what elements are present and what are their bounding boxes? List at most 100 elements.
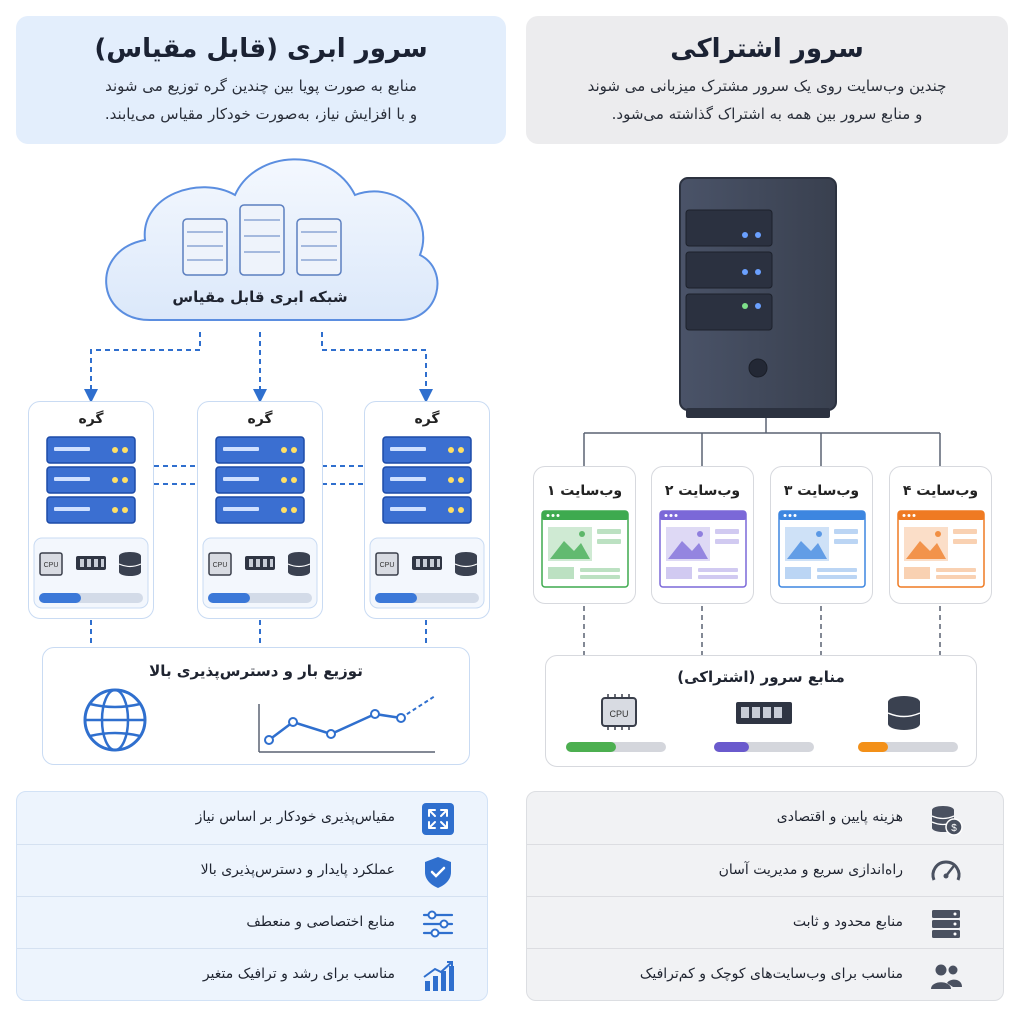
cloud-desc-line2: و با افزایش نیاز، به‌صورت خودکار مقیاس م… [104, 105, 418, 123]
node-graphic: CPU [33, 436, 149, 609]
trend-line-chart [258, 695, 436, 753]
node-server-unit [46, 466, 136, 494]
feature-row: مناسب برای رشد و ترافیک متغیر [17, 948, 487, 1000]
cloud-node-2-content: گره CPU [197, 401, 323, 619]
shared-resource-bars [566, 742, 958, 752]
storage-disk-icon [118, 552, 142, 576]
feature-text: راه‌اندازی سریع و مدیریت آسان [718, 862, 903, 878]
shared-header: سرور اشتراکی چندین وب‌سایت روی یک سرور م… [526, 16, 1008, 144]
node-load-bar-fill [375, 593, 417, 603]
node-load-bar-fill [39, 593, 81, 603]
website-card-2: وب‌سایت ۲ [651, 466, 754, 604]
sliders-icon [421, 907, 455, 941]
cloud-node-1-content: گره CPU [28, 401, 154, 619]
node-server-unit [215, 496, 305, 524]
feature-row: راه‌اندازی سریع و مدیریت آسان [527, 844, 1003, 896]
feature-text: هزینه پایین و اقتصادی [776, 809, 903, 825]
svg-text:CPU: CPU [380, 562, 395, 569]
feature-row: $ هزینه پایین و اقتصادی [527, 792, 1003, 844]
node-label: گره [78, 411, 104, 427]
server-stack-icon [929, 907, 963, 941]
ram-module-icon [76, 556, 106, 570]
node-server-unit [46, 436, 136, 464]
browser-window-icon [897, 510, 985, 588]
users-icon [929, 959, 963, 993]
node-server-unit [382, 436, 472, 464]
node-graphic: CPU [202, 436, 318, 609]
node-server-unit [382, 466, 472, 494]
svg-text:CPU: CPU [609, 709, 628, 719]
load-balance-label: توزیع بار و دسترس‌پذیری بالا [149, 662, 363, 680]
cloud-feature-list: مقیاس‌پذیری خودکار بر اساس نیاز عملکرد پ… [16, 791, 488, 1001]
node-load-bar-fill [208, 593, 250, 603]
website-label: وب‌سایت ۱ [546, 483, 623, 499]
node-server-unit [215, 436, 305, 464]
browser-window-icon [659, 510, 747, 588]
storage-disk-icon [887, 696, 921, 730]
shared-resources-label: منابع سرور (اشتراکی) [677, 668, 845, 686]
shared-resources-panel: منابع سرور (اشتراکی) CPU [545, 655, 977, 767]
storage-disk-icon [287, 552, 311, 576]
ram-module-icon [736, 702, 792, 724]
cloud-server-1 [182, 218, 228, 276]
expand-arrows-icon [421, 802, 455, 836]
feature-row: مناسب برای وب‌سایت‌های کوچک و کم‌ترافیک [527, 948, 1003, 1000]
coins-icon: $ [929, 802, 963, 836]
cloud-header: سرور ابری (قابل مقیاس) منابع به صورت پوی… [16, 16, 506, 144]
load-balance-panel: توزیع بار و دسترس‌پذیری بالا [42, 647, 470, 765]
cloud-server-3 [296, 218, 342, 276]
node-to-balance-connectors [90, 620, 427, 646]
feature-text: عملکرد پایدار و دسترس‌پذیری بالا [200, 862, 395, 878]
feature-row: عملکرد پایدار و دسترس‌پذیری بالا [17, 844, 487, 896]
node-server-unit [215, 466, 305, 494]
browser-window-icon [541, 510, 629, 588]
storage-usage-bar-fill [858, 742, 888, 752]
website-to-resources-connectors [583, 606, 941, 655]
website-card-4: وب‌سایت ۴ [889, 466, 992, 604]
feature-row: مقیاس‌پذیری خودکار بر اساس نیاز [17, 792, 487, 844]
cloud-title: سرور ابری (قابل مقیاس) [94, 34, 428, 64]
node-graphic: CPU [369, 436, 485, 609]
cloud-network-label: شبکه ابری قابل مقیاس [172, 288, 348, 306]
gauge-icon [929, 855, 963, 889]
shared-desc-line1: چندین وب‌سایت روی یک سرور مشترک میزبانی … [587, 77, 947, 95]
cpu-chip-icon: CPU [375, 552, 399, 576]
ram-module-icon [245, 556, 275, 570]
shared-feature-list: $ هزینه پایین و اقتصادی راه‌اندازی سریع و… [526, 791, 1004, 1001]
feature-text: منابع محدود و ثابت [792, 914, 903, 930]
shield-check-icon [421, 855, 455, 889]
node-label: گره [414, 411, 440, 427]
shared-desc-line2: و منابع سرور بین همه به اشتراک گذاشته می… [611, 105, 923, 123]
node-label: گره [247, 411, 273, 427]
ram-usage-bar-fill [714, 742, 749, 752]
feature-row: منابع اختصاصی و منعطف [17, 896, 487, 948]
browser-window-icon [778, 510, 866, 588]
cloud-server-2 [239, 204, 285, 276]
ram-module-icon [412, 556, 442, 570]
storage-disk-icon [454, 552, 478, 576]
node-server-unit [382, 496, 472, 524]
shared-title: سرور اشتراکی [670, 34, 864, 64]
svg-text:CPU: CPU [44, 562, 59, 569]
svg-text:$: $ [951, 823, 957, 834]
website-card-1: وب‌سایت ۱ [533, 466, 636, 604]
feature-text: مقیاس‌پذیری خودکار بر اساس نیاز [195, 809, 395, 825]
cpu-chip-icon: CPU [39, 552, 63, 576]
cloud-desc-line1: منابع به صورت پویا بین چندین گره توزیع م… [105, 77, 417, 95]
cpu-chip-icon: CPU [601, 694, 637, 730]
cloud-node-3-content: گره CPU [364, 401, 490, 619]
feature-row: منابع محدود و ثابت [527, 896, 1003, 948]
cpu-usage-bar-fill [566, 742, 616, 752]
shared-tree-connectors [583, 418, 941, 466]
feature-text: مناسب برای رشد و ترافیک متغیر [202, 966, 395, 982]
globe-icon [83, 688, 147, 752]
website-card-3: وب‌سایت ۳ [770, 466, 873, 604]
website-label: وب‌سایت ۳ [783, 483, 860, 499]
growth-chart-icon [421, 959, 455, 993]
shared-server-tower [679, 177, 837, 418]
website-label: وب‌سایت ۴ [902, 483, 979, 499]
node-server-unit [46, 496, 136, 524]
svg-text:CPU: CPU [213, 562, 228, 569]
website-label: وب‌سایت ۲ [664, 483, 741, 499]
cpu-chip-icon: CPU [208, 552, 232, 576]
